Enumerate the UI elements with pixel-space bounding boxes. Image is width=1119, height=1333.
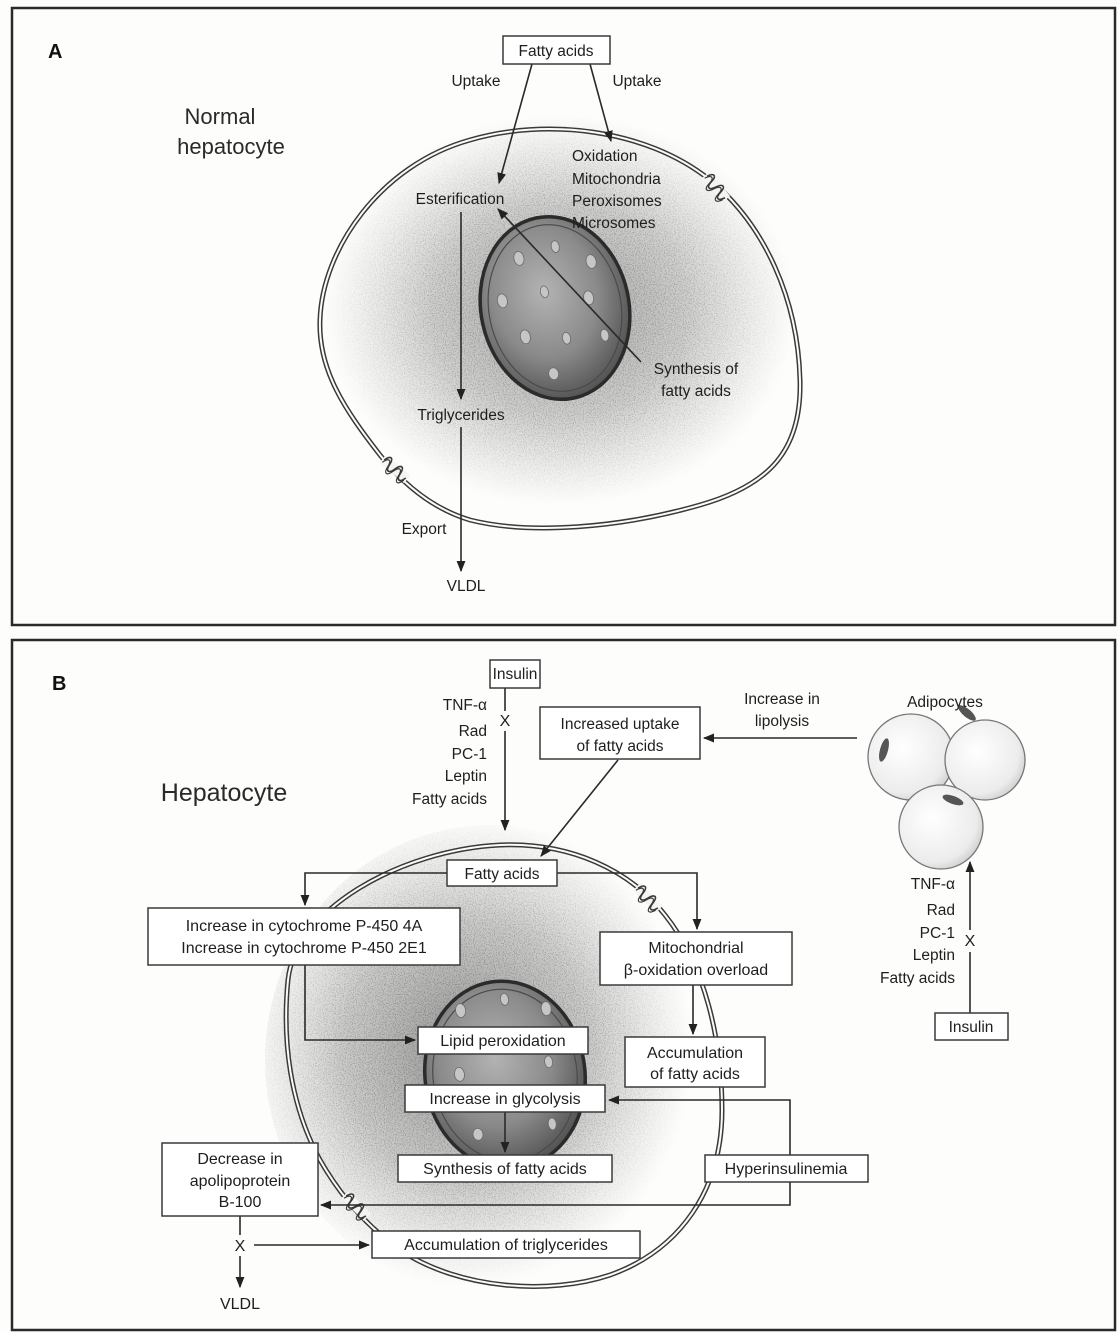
apob-line2: apolipoprotein [190, 1173, 291, 1190]
block-mark: X [965, 933, 976, 950]
apob-line3: B-100 [219, 1194, 262, 1211]
increased-uptake-line2: of fatty acids [576, 738, 663, 755]
synthesis-fa-label: Synthesis of fatty acids [423, 1161, 587, 1178]
inhibitor-tnf-alpha: TNF-α [911, 876, 955, 893]
insulin-label: Insulin [493, 666, 538, 683]
panel-a-label: A [48, 41, 62, 63]
arrow-uptake-fatty-acids [541, 760, 618, 856]
adipocyte [899, 785, 983, 869]
panel-a-title-line2: hepatocyte [177, 134, 285, 159]
accumulation-fa-line1: Accumulation [647, 1045, 743, 1062]
panel-b-title: Hepatocyte [161, 779, 287, 807]
inhibitor-rad: Rad [927, 902, 955, 919]
mito-label-line2: β-oxidation overload [624, 962, 768, 979]
esterification-label: Esterification [416, 191, 505, 208]
inhibitor-rad: Rad [459, 723, 487, 740]
block-mark: X [500, 713, 511, 730]
fatty-acids-label: Fatty acids [519, 43, 594, 60]
panel-b-label: B [52, 673, 66, 695]
block-mark: X [235, 1238, 246, 1255]
hyperinsulinemia-label: Hyperinsulinemia [725, 1161, 848, 1178]
adipocyte-cluster [868, 703, 1025, 869]
inhibitor-leptin: Leptin [913, 947, 955, 964]
cytochrome-4a-label: Increase in cytochrome P-450 4A [186, 918, 423, 935]
peroxisomes-label: Peroxisomes [572, 193, 662, 210]
mitochondria-label: Mitochondria [572, 171, 661, 188]
microsomes-label: Microsomes [572, 215, 656, 232]
mito-label-line1: Mitochondrial [648, 940, 743, 957]
cytochrome-2e1-label: Increase in cytochrome P-450 2E1 [181, 940, 427, 957]
export-label: Export [402, 521, 447, 538]
accumulation-fa-line2: of fatty acids [650, 1066, 740, 1083]
vldl-label: VLDL [220, 1296, 260, 1313]
synthesis-label-line1: Synthesis of [654, 361, 739, 378]
fatty-acids-label: Fatty acids [465, 866, 540, 883]
inhibitor-tnf-alpha: TNF-α [443, 697, 487, 714]
synthesis-label-line2: fatty acids [661, 383, 731, 400]
lipolysis-line1: Increase in [744, 691, 820, 708]
lipolysis-line2: lipolysis [755, 713, 810, 730]
vldl-label: VLDL [447, 578, 486, 595]
inhibitor-fatty-acids: Fatty acids [412, 791, 487, 808]
glycolysis-label: Increase in glycolysis [429, 1091, 580, 1108]
lipid-peroxidation-label: Lipid peroxidation [440, 1033, 565, 1050]
insulin-label: Insulin [949, 1019, 994, 1036]
panel-b: B [12, 640, 1115, 1330]
panel-a: A [12, 8, 1115, 625]
uptake-left-label: Uptake [451, 73, 500, 90]
panel-a-title-line1: Normal [185, 104, 256, 129]
oxidation-label: Oxidation [572, 148, 637, 165]
triglycerides-label: Triglycerides [417, 407, 505, 424]
apob-line1: Decrease in [197, 1151, 282, 1168]
inhibitor-pc1: PC-1 [452, 746, 487, 763]
uptake-right-label: Uptake [612, 73, 661, 90]
increased-uptake-line1: Increased uptake [561, 716, 680, 733]
inhibitor-fatty-acids: Fatty acids [880, 970, 955, 987]
inhibitor-pc1: PC-1 [920, 925, 955, 942]
inhibitor-leptin: Leptin [445, 768, 487, 785]
adipocytes-label: Adipocytes [907, 694, 983, 711]
accumulation-tg-label: Accumulation of triglycerides [404, 1237, 608, 1254]
